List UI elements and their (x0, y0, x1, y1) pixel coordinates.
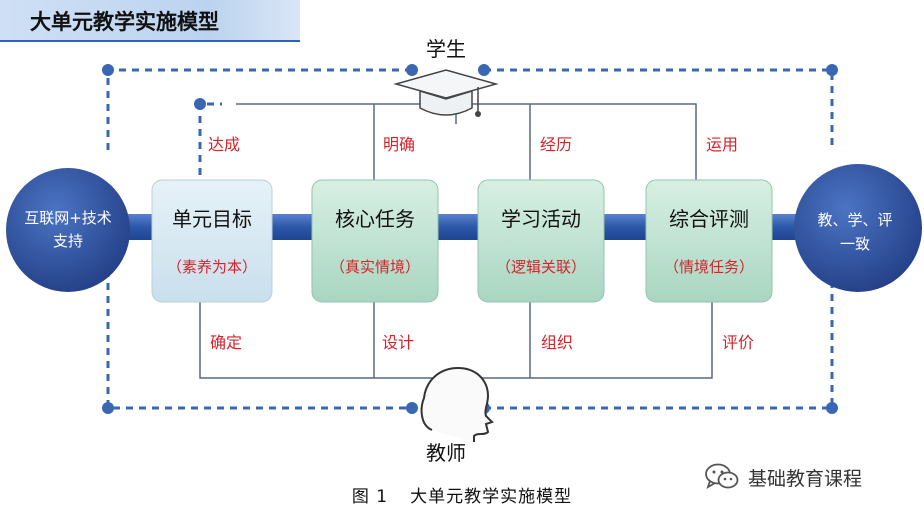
header-bar: 大单元教学实施模型 (0, 0, 300, 42)
left-circle-line2: 支持 (53, 232, 83, 250)
teacher-label: 教师 (426, 441, 466, 465)
graduation-cap-icon (393, 69, 499, 117)
right-circle-line2: 一致 (840, 235, 870, 253)
label-apply: 运用 (706, 135, 738, 154)
student-label: 学生 (426, 37, 466, 61)
frame-dots (102, 64, 838, 414)
label-organize: 组织 (541, 333, 573, 352)
right-circle: 教、学、评 一致 (794, 164, 922, 292)
teacher-head-icon (420, 366, 494, 442)
left-circle-line1: 互联网+技术 (24, 209, 112, 227)
caption-figure-number: 图 1 (351, 487, 389, 507)
right-circle-line1: 教、学、评 (817, 211, 892, 229)
stage-4-subtitle: （情境任务） (664, 258, 754, 276)
stage-1-subtitle: （素养为本） (167, 258, 257, 276)
label-clarify: 明确 (383, 135, 415, 154)
stage-3-subtitle: （逻辑关联） (496, 258, 586, 276)
stage-box-4: 综合评测 （情境任务） (645, 179, 773, 303)
label-determine: 确定 (210, 333, 242, 352)
connector-lines (199, 103, 713, 379)
page-title: 大单元教学实施模型 (30, 10, 219, 34)
figure-caption: 图 1 大单元教学实施模型 (0, 482, 924, 507)
watermark: 基础教育课程 (704, 462, 862, 492)
label-design: 设计 (382, 333, 414, 352)
stage-2-title: 核心任务 (335, 207, 415, 231)
label-experience: 经历 (540, 135, 572, 154)
label-evaluate: 评价 (722, 333, 754, 352)
caption-text: 大单元教学实施模型 (410, 487, 573, 507)
stage-box-2: 核心任务 （真实情境） (311, 179, 439, 303)
wechat-icon (705, 463, 739, 489)
watermark-text: 基础教育课程 (748, 467, 863, 490)
label-reach: 达成 (208, 135, 240, 154)
stage-3-title: 学习活动 (501, 207, 581, 231)
stage-box-1: 单元目标 （素养为本） (151, 179, 273, 303)
stage-1-title: 单元目标 (172, 207, 252, 231)
stage-4-title: 综合评测 (669, 207, 749, 231)
stage-box-3: 学习活动 （逻辑关联） (477, 179, 605, 303)
left-circle: 互联网+技术 支持 (6, 168, 130, 292)
stage-2-subtitle: （真实情境） (330, 258, 420, 276)
